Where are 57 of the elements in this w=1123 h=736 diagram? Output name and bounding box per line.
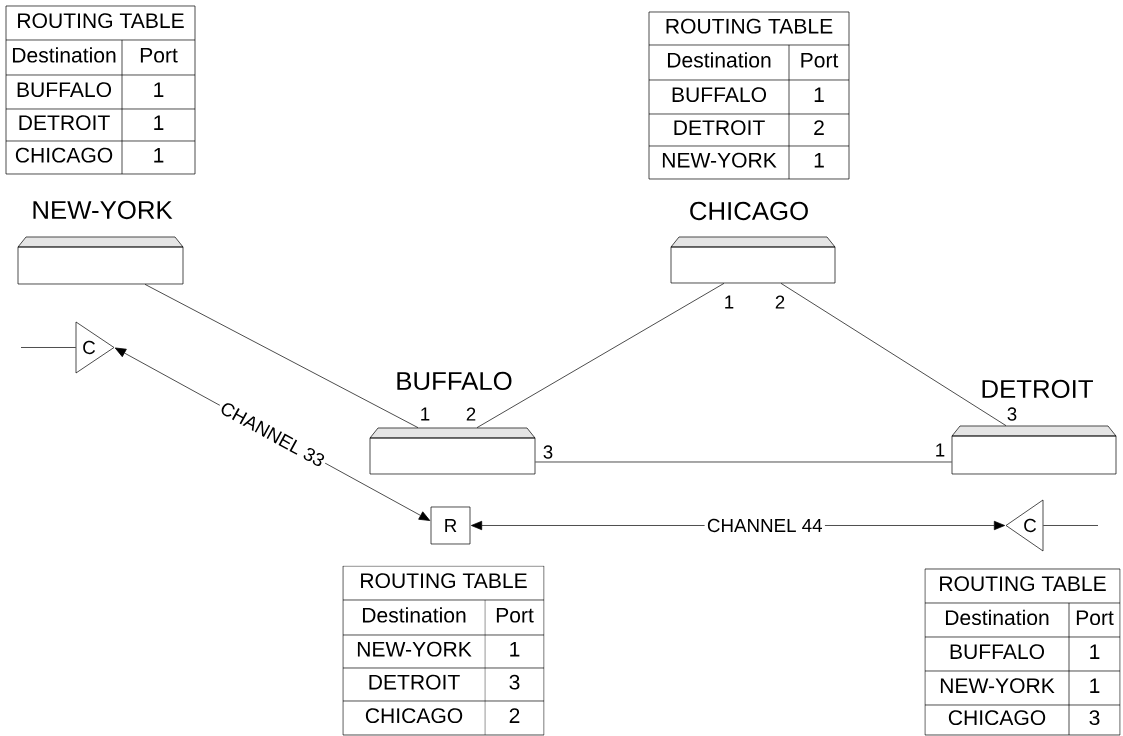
- table-cell: DETROIT: [19, 115, 110, 131]
- table-cell: BUFFALO: [672, 87, 767, 103]
- table-cell: 3: [1089, 710, 1100, 726]
- switch-label: DETROIT: [982, 379, 1093, 399]
- table-cell: 1: [814, 152, 824, 168]
- port-number: 1: [725, 295, 734, 309]
- table-header: Destination: [363, 607, 466, 623]
- table-header: Destination: [668, 52, 771, 68]
- port-number: 2: [466, 407, 476, 421]
- table-header: Port: [140, 47, 178, 63]
- table-cell: 2: [814, 120, 824, 135]
- port-number: 3: [543, 445, 553, 459]
- table-cell: 1: [814, 87, 824, 102]
- amplifier-triangle: C: [75, 321, 115, 374]
- table-header: Port: [801, 52, 839, 68]
- repeater-box: R: [430, 506, 471, 545]
- table-cell: 1: [1090, 678, 1100, 693]
- table-cell: NEW-YORK: [662, 152, 777, 168]
- table-cell: CHICAGO: [948, 710, 1046, 726]
- table-cell: 1: [1090, 644, 1100, 659]
- port-number: 1: [421, 407, 430, 421]
- switch-label: BUFFALO: [397, 371, 512, 391]
- table-cell: BUFFALO: [17, 82, 112, 98]
- table-header: Destination: [946, 609, 1049, 626]
- connection-line: [1043, 525, 1099, 526]
- connection-line: [20, 347, 76, 348]
- amplifier-triangle: C: [1005, 499, 1044, 552]
- table-header: Port: [496, 607, 534, 623]
- table-cell: CHICAGO: [365, 708, 463, 724]
- table-header: Port: [1076, 610, 1114, 626]
- table-title: ROUTING TABLE: [361, 573, 527, 589]
- table-cell: 1: [154, 147, 164, 163]
- port-number: 1: [936, 443, 945, 457]
- switch-label: NEW-YORK: [33, 200, 173, 220]
- switch-label: CHICAGO: [690, 201, 808, 221]
- table-cell: DETROIT: [369, 674, 460, 690]
- port-number: 2: [775, 295, 785, 309]
- table-title: ROUTING TABLE: [940, 576, 1106, 592]
- connection-line: [535, 461, 952, 463]
- port-number: 3: [1007, 407, 1017, 421]
- table-cell: 1: [154, 115, 164, 130]
- table-cell: 2: [509, 708, 520, 723]
- connection-line: [780, 283, 1007, 426]
- table-title: ROUTING TABLE: [666, 18, 833, 34]
- table-cell: 1: [510, 641, 520, 657]
- table-cell: CHICAGO: [15, 147, 113, 163]
- table-cell: NEW-YORK: [357, 641, 472, 657]
- table-cell: 3: [509, 674, 520, 690]
- table-header: Destination: [13, 47, 116, 63]
- edge-label: CHANNEL 44: [704, 516, 825, 535]
- table-cell: NEW-YORK: [940, 678, 1055, 694]
- table-cell: DETROIT: [674, 120, 765, 136]
- connection-line: [476, 283, 725, 428]
- table-cell: BUFFALO: [950, 644, 1045, 660]
- connection-line: [144, 284, 419, 428]
- table-cell: 1: [154, 82, 164, 97]
- table-title: ROUTING TABLE: [18, 13, 184, 29]
